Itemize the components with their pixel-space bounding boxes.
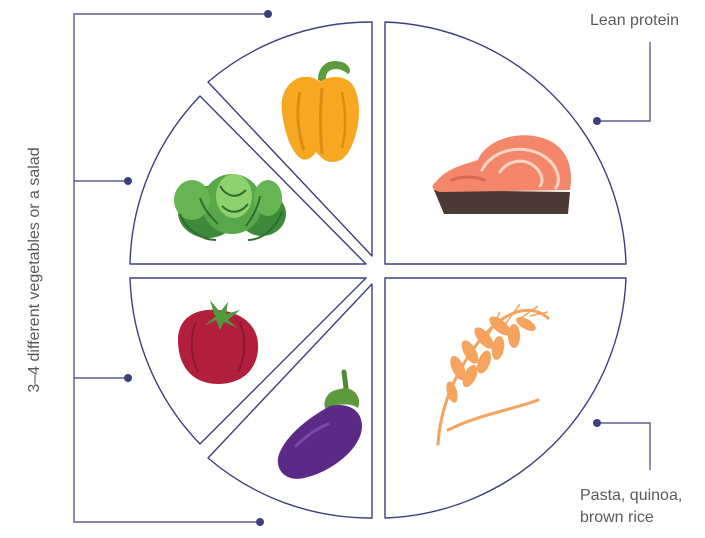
plate-section-eggplant [207, 283, 373, 519]
connector-dot-bottom [256, 518, 264, 526]
eggplant-icon [277, 369, 362, 479]
tomato-icon [178, 300, 259, 384]
vegetables-bracket-line [73, 13, 268, 523]
plate-section-protein [384, 21, 627, 265]
grains-label-line-2: brown rice [580, 509, 654, 526]
wheat-icon [436, 303, 550, 446]
salmon-steak-icon [432, 135, 572, 214]
grains-label-line-1: Pasta, quinoa, [580, 487, 683, 504]
connector-dot-protein [593, 117, 601, 125]
vegetables-label: 3–4 different vegetables or a salad [26, 147, 43, 393]
plate-section-pepper [207, 21, 373, 257]
plate-section-lettuce [129, 95, 367, 265]
connector-dot-tomato [124, 374, 132, 382]
plate-section-grains [384, 277, 627, 519]
connector-dot-grains [593, 419, 601, 427]
connector-dot-top [264, 10, 272, 18]
connector-dot-lettuce [124, 177, 132, 185]
yellow-pepper-icon [281, 60, 359, 162]
protein-connector-line [597, 42, 651, 122]
lettuce-icon [174, 174, 286, 241]
lean-protein-label: Lean protein [590, 12, 679, 29]
plate-section-tomato [129, 277, 367, 445]
grains-label: Pasta, quinoa, brown rice [580, 485, 682, 529]
grains-connector-line [597, 422, 651, 470]
